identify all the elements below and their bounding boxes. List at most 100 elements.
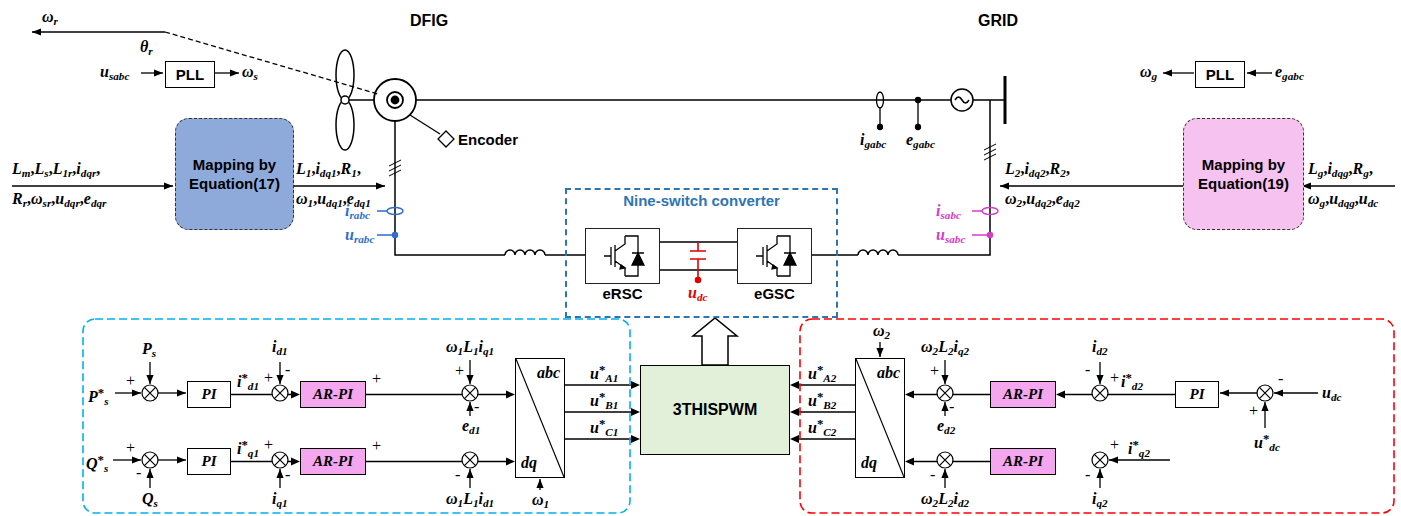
math-part: u — [317, 190, 326, 207]
math-part: ω — [1005, 190, 1017, 207]
dc-link-capacitor — [690, 242, 706, 283]
math-part: q1 — [276, 497, 287, 509]
math-part: 1 — [308, 197, 314, 209]
math-part: u — [808, 365, 817, 382]
math-part: dq2 — [1029, 167, 1046, 179]
sum-junction — [142, 385, 158, 401]
math-part: * — [241, 371, 247, 385]
sign-label: + — [126, 372, 135, 390]
math-part: rabc — [349, 209, 370, 221]
math-part: θ — [140, 38, 148, 55]
signal-arrow — [565, 381, 640, 389]
switch-bridge: eRSC — [585, 228, 660, 284]
transform-block-text: abc — [537, 364, 560, 382]
math-part: g — [1363, 167, 1369, 179]
arrow-head — [790, 381, 799, 389]
math-part: * — [599, 363, 605, 377]
signal-line — [565, 411, 634, 412]
signal-label: L2,idq2,R2, — [1005, 160, 1070, 182]
math-part: , — [51, 190, 55, 207]
signal-label: egabc — [1275, 63, 1304, 85]
math-part: i — [479, 490, 483, 507]
signal-label: Qs — [142, 490, 158, 512]
signal-arrows — [1264, 402, 1265, 428]
math-part: * — [1263, 432, 1269, 446]
math-part: , — [1052, 190, 1056, 207]
math-part: s — [152, 347, 156, 359]
arpi-block-text: AR-PI — [313, 453, 353, 470]
signal-arrows — [469, 360, 470, 384]
signal-label: Lm,Ls,L1r,idqr, — [12, 160, 100, 182]
signal-arrows — [1099, 362, 1100, 384]
signal-arrows — [149, 362, 150, 384]
math-part: dc — [1368, 197, 1379, 209]
signal-label: ω2L2iq2 — [921, 338, 969, 360]
math-part: + — [372, 437, 381, 454]
speed-arrow — [165, 32, 378, 94]
sum-junction — [142, 452, 158, 468]
transform-block-text: abc — [877, 364, 900, 382]
sign-label: + — [264, 436, 273, 454]
dfig-generator — [392, 97, 399, 104]
math-part: e — [462, 417, 469, 434]
pll-box: PLL — [1195, 61, 1245, 88]
math-part: L — [1308, 160, 1318, 177]
math-part: 2 — [948, 345, 954, 357]
math-part: , — [1046, 160, 1050, 177]
sign-label: - — [1085, 361, 1090, 379]
pi-block-text: PI — [202, 386, 217, 403]
math-part: A2 — [823, 372, 836, 384]
signal-label: u*C1 — [590, 415, 618, 441]
dfig-generator — [387, 92, 403, 108]
signal-arrows — [539, 479, 540, 490]
signal-arrows — [1000, 185, 1183, 186]
math-part: * — [98, 386, 104, 400]
math-part: i — [272, 490, 276, 507]
wind-turbine — [336, 100, 354, 150]
grid-label: GRID — [978, 12, 1018, 30]
math-part: L — [938, 490, 948, 507]
signal-label: i*d2 — [1121, 369, 1143, 395]
control-region — [83, 319, 1394, 513]
signal-arrow — [366, 458, 515, 466]
signal-line — [1062, 394, 1175, 395]
sign-label: - — [1278, 370, 1283, 388]
converter-switches — [604, 236, 644, 276]
math-part: dc — [1331, 391, 1342, 403]
signal-label: id1 — [272, 338, 288, 360]
converter-box-text: Nine-switch converter — [567, 192, 836, 209]
math-part: , — [1020, 160, 1024, 177]
pll-box: PLL — [165, 61, 215, 88]
math-part: i — [237, 373, 241, 390]
sign-label: - — [285, 361, 290, 379]
arrow-head — [790, 435, 799, 443]
pi-block: PI — [187, 381, 231, 408]
signal-label: ed1 — [462, 417, 480, 439]
signal-arrows — [279, 469, 280, 488]
math-part: r — [23, 197, 27, 209]
math-part: i — [76, 160, 80, 177]
signal-label: Q*s — [86, 451, 108, 477]
arpi-block-text: AR-PI — [1003, 386, 1043, 403]
encoder — [438, 131, 454, 147]
math-part: i — [1121, 373, 1125, 390]
stator-sensors — [988, 233, 993, 238]
math-part: m — [22, 167, 31, 179]
arrow-head — [905, 458, 914, 466]
sign-label: - — [930, 466, 935, 484]
math-part: q2 — [1139, 447, 1150, 459]
signal-label: u*dc — [1254, 430, 1280, 456]
math-part: * — [817, 363, 823, 377]
math-part: L — [12, 160, 22, 177]
signal-label: ω1L1id1 — [446, 490, 494, 512]
math-part: - — [285, 361, 290, 378]
math-part: u — [936, 226, 945, 243]
signal-label: ed2 — [937, 417, 955, 439]
power-wiring — [389, 76, 1005, 255]
arpi-block: AR-PI — [990, 381, 1056, 408]
dfig-generator — [374, 79, 416, 121]
math-part: q2 — [958, 345, 969, 357]
math-part: ω — [31, 190, 43, 207]
math-part: gabc — [864, 138, 886, 150]
math-part: e — [84, 190, 91, 207]
